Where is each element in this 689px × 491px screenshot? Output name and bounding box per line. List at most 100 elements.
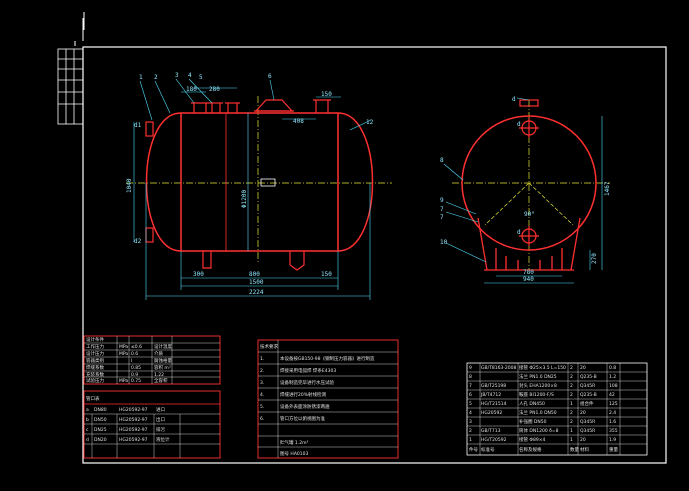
table-cell: 件号 [469,446,478,453]
front-view: 1 2 3 4 5 6 d1 d2 280 180 408 150 12 300… [126,72,392,300]
sv-dim-780: 780 [523,269,534,276]
table-cell: HG20592-97 [119,417,148,423]
table-cell: 1 [469,437,472,443]
sv-dim-1467: 1467 [604,181,611,196]
table-cell: JB/T4712 [480,392,501,398]
table-cell: 材料 [580,446,589,453]
sv-nozzle-c: d [517,229,521,236]
table-cell: 法兰 PN1.0 DN50 [519,409,557,416]
table-cell: HG/T20592 [481,437,507,443]
table-cell: 1.22 [154,372,164,378]
side-view: 8 9 7 7 10 d d d 1467 270 780 940 90° [440,96,611,284]
table-cell: 贮气罐 1.2m³ [280,439,308,446]
table-cell: Q235-B [580,374,597,380]
table-cell: 标准号 [481,446,495,453]
table-cell: 125 [609,401,618,407]
table-cell: 名称及规格 [519,446,542,453]
sv-nozzle-b: d [517,121,521,128]
table-cell: 2 [570,374,573,380]
dim-150-top: 150 [321,91,332,98]
table-cell: 组合件 [580,400,594,407]
side-nozzles-sv [519,99,539,246]
bottom-nozzles [202,251,305,271]
dim-280: 280 [209,86,220,93]
top-nozzles [191,99,331,113]
sv-dim-940: 940 [523,276,534,283]
table-cell: 焊接采用电弧焊 焊条E4303 [280,367,336,374]
table-cell: GB/T25198 [481,383,506,389]
leader-1: 1 [139,74,143,81]
table-cell: 封头 EHA1200×8 [519,382,557,389]
table-cell: 1.6 [609,419,616,425]
table-cell: 7 [469,383,472,389]
table-cell: DN20 [94,437,107,443]
table-cell: HG20592-97 [119,407,148,413]
table-cell: 进口 [156,406,165,413]
dim-408: 408 [293,118,304,125]
table-cell: 腐蚀裕量 [154,357,172,364]
table-cell: 筒体 DN1200 δ=8 [519,427,559,434]
table-cell: HG20592-97 [119,427,148,433]
dim-2224: 2224 [249,289,264,296]
table-cell: 355 [609,428,618,434]
table-cell: GB/T713 [481,428,501,434]
table-cell: 接管 Φ25×3.5 L=150 [519,364,566,371]
table-cell: 20 [580,410,586,416]
table-cell: 5 [469,401,472,407]
table-cell: Q235-B [580,392,597,398]
table-cell: 20 [580,365,586,371]
table-cell: 6. [260,416,264,422]
table-cell: DN80 [94,407,107,413]
table-cell: 技术要求 [260,343,278,350]
table-cell: 1.9 [609,437,616,443]
table-cell: Q345R [580,419,595,425]
table-cell: 介质 [154,350,163,357]
table-cell: 管口方位以俯视图为准 [280,415,325,422]
table-cell: 法兰 PN1.0 DN25 [519,373,557,380]
table-cell: MPa [119,344,128,350]
sheet-frame [74,12,667,464]
table-cell: 焊缝进行20%射线检测 [280,391,327,398]
saddle [477,217,581,271]
table-cell: 2 [570,392,573,398]
dim-300: 300 [193,271,204,278]
table-cell: 2.4 [609,410,616,416]
table-cell: MPa [119,351,128,357]
table-cell: b [86,417,89,423]
table-cell: 108 [609,383,618,389]
table-cell: 5. [260,404,264,410]
table-cell: 设备制造完毕进行水压试验 [280,379,334,386]
leader-3: 3 [175,72,179,79]
side-dimensions [443,97,603,284]
table-cell: a [86,408,89,413]
dim-800: 800 [249,271,260,278]
table-cell: 重量 [609,446,618,453]
sv-nozzle-a: d [512,96,516,103]
table-cell: 9 [469,365,472,371]
table-cell: 1 [570,401,573,407]
sv-leader-8: 8 [440,157,444,164]
table-cell: 焊缝系数 [86,364,104,371]
dim-180: 180 [186,86,197,93]
table-cell: 2 [570,365,573,371]
dim-1040: 1040 [126,178,133,193]
table-cell: I [131,358,132,364]
table-cell: 出口 [156,416,165,423]
table-cell: DN50 [94,417,107,423]
table-cell: MPa [119,378,128,384]
nozzle-tag-d2: d2 [134,238,142,245]
table-cell: 2 [469,428,472,434]
table-cell: 0.9 [131,372,138,378]
table-cell: 管口表 [86,395,100,402]
table-cell: 鞍座 BI1200-F/S [519,391,554,398]
vessel-shell [145,112,374,252]
table-cell: 图号 HA0103 [280,451,308,457]
table-cell: 0.8 [609,365,616,371]
table-cell: 人孔 DN450 [519,400,545,407]
table-cell: 设备外表面涂防锈漆两遍 [280,403,330,410]
table-cell: DN25 [94,427,107,433]
side-label-block [57,48,84,125]
table-cell: ≤0.6 [131,344,142,350]
